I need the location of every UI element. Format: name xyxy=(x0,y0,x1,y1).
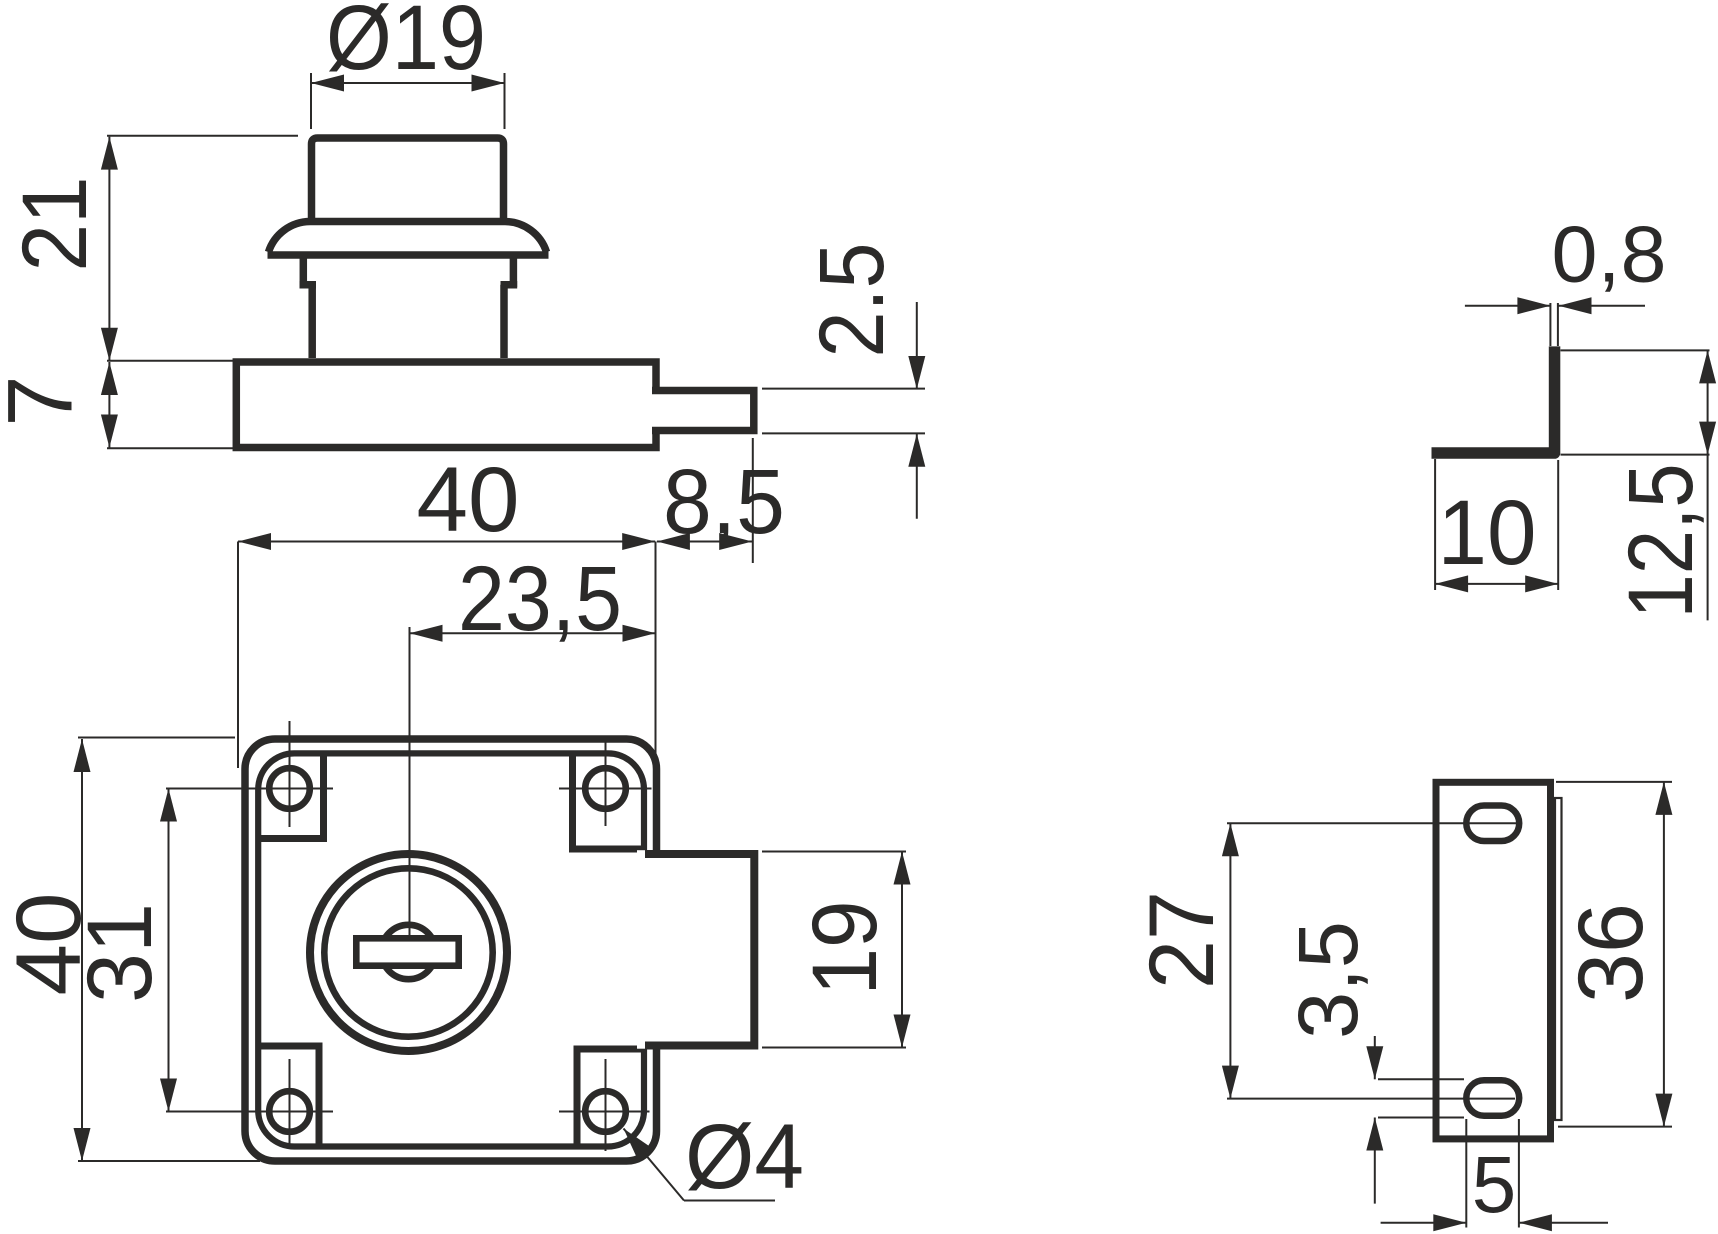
svg-text:36: 36 xyxy=(1560,903,1662,1003)
svg-text:7: 7 xyxy=(0,375,92,426)
svg-text:40: 40 xyxy=(417,449,520,551)
svg-text:27: 27 xyxy=(1131,891,1233,989)
svg-text:0,8: 0,8 xyxy=(1552,210,1667,299)
svg-text:31: 31 xyxy=(69,903,171,1003)
svg-text:19: 19 xyxy=(794,901,896,996)
svg-text:40: 40 xyxy=(0,893,100,996)
svg-text:Ø4: Ø4 xyxy=(685,1106,804,1208)
svg-text:10: 10 xyxy=(1438,482,1537,584)
svg-text:Ø19: Ø19 xyxy=(326,0,486,89)
svg-text:2.5: 2.5 xyxy=(801,243,903,358)
svg-text:3,5: 3,5 xyxy=(1281,921,1375,1039)
svg-text:8,5: 8,5 xyxy=(663,451,785,553)
svg-text:5: 5 xyxy=(1472,1140,1517,1229)
svg-text:23,5: 23,5 xyxy=(458,548,622,650)
svg-text:21: 21 xyxy=(4,177,106,272)
svg-text:12,5: 12,5 xyxy=(1610,464,1712,619)
